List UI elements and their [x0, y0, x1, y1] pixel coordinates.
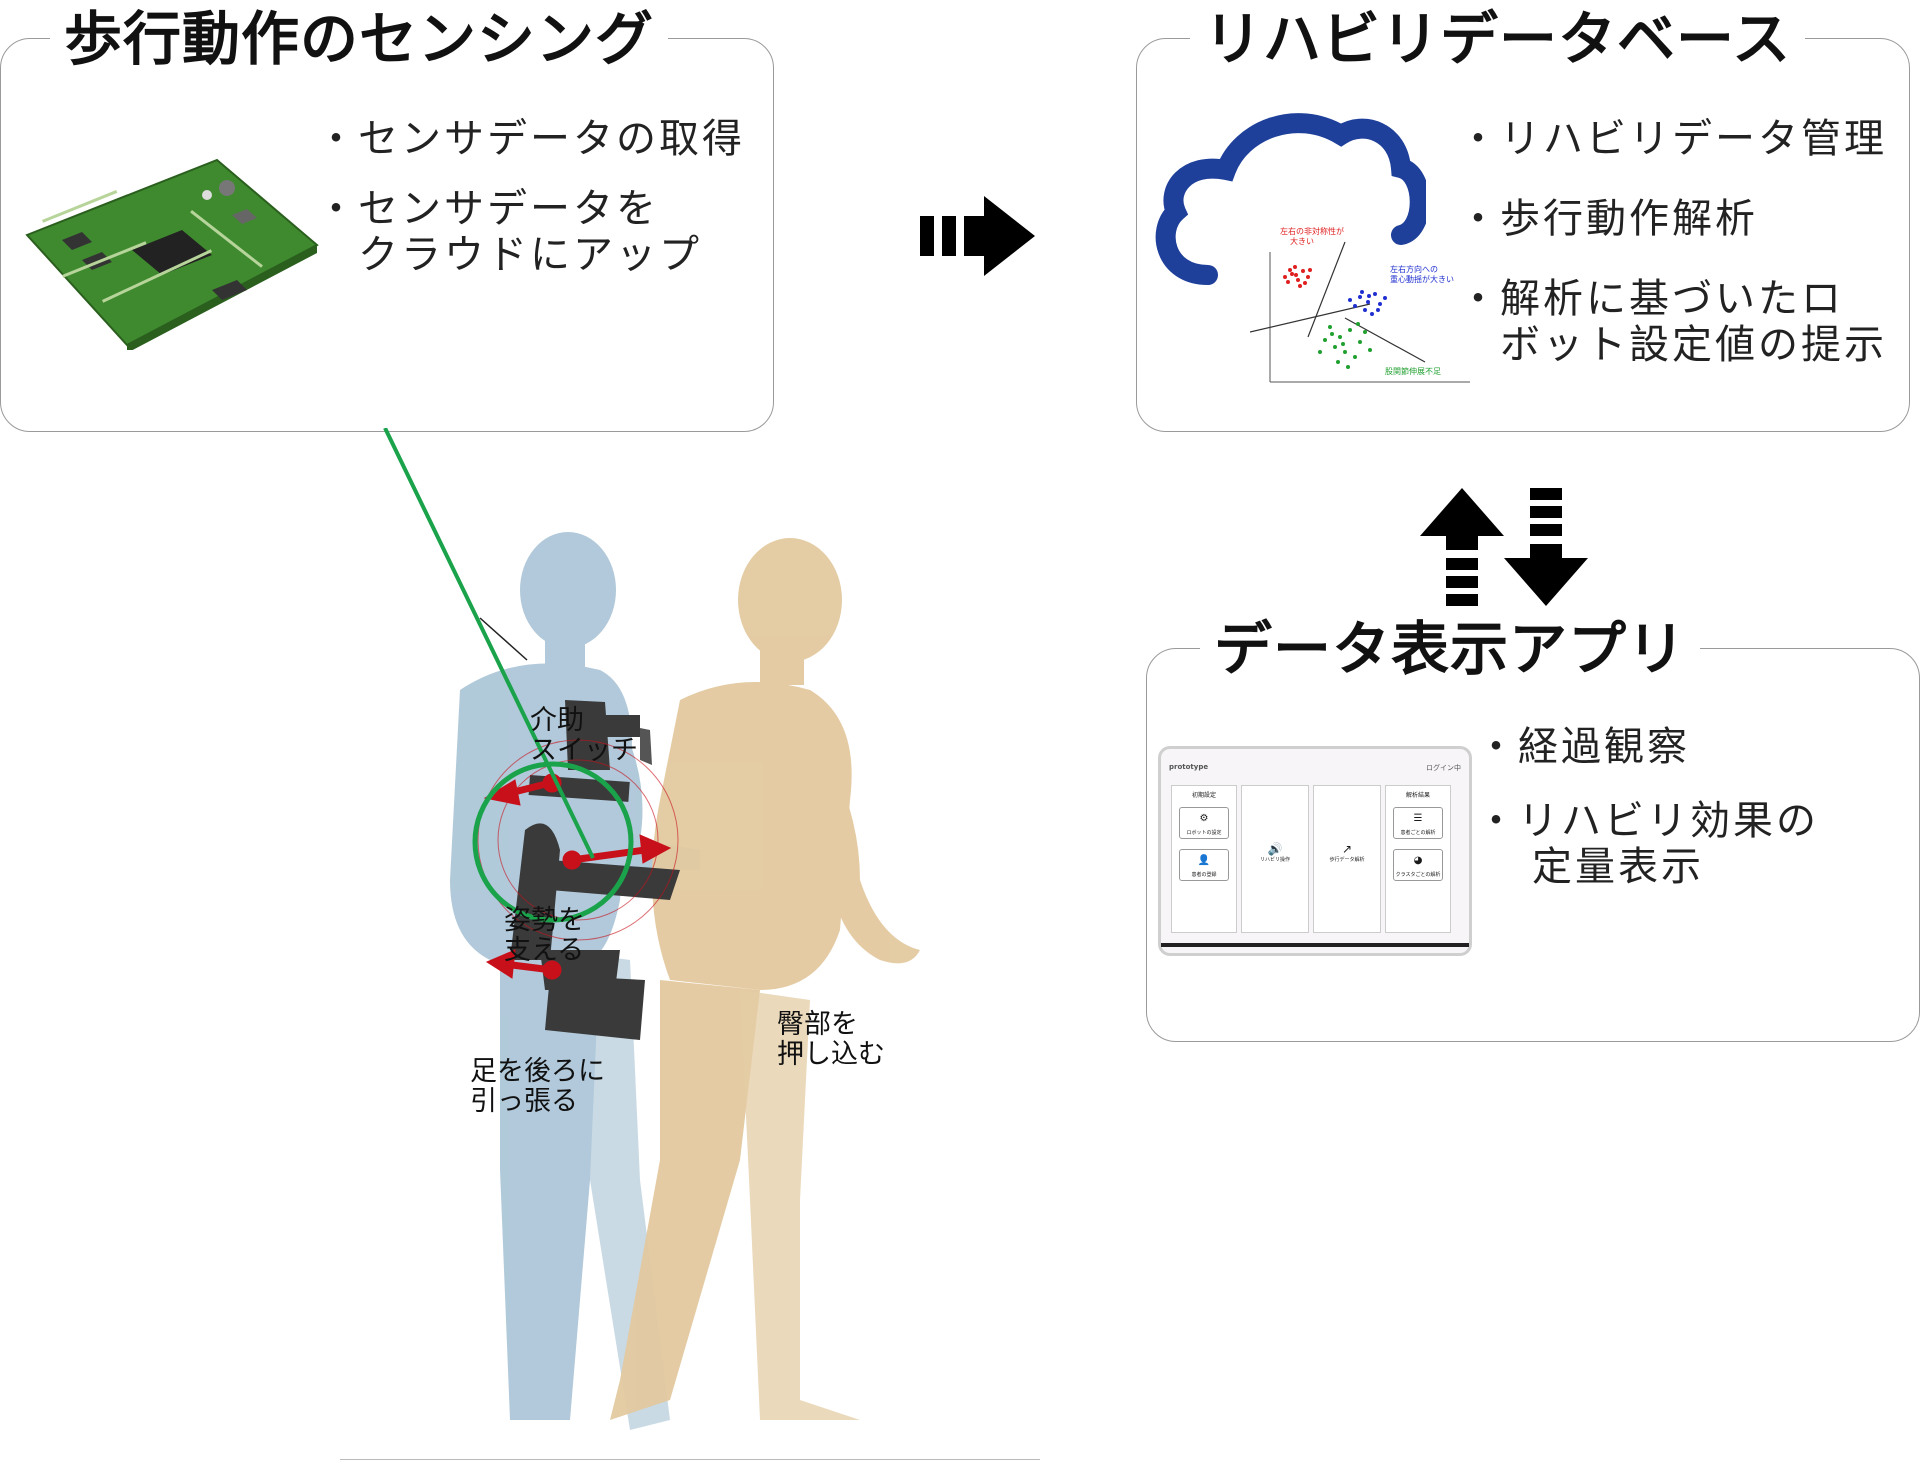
gait-analysis-label: 歩行データ解析: [1329, 857, 1365, 863]
tablet-right-column: 解析結果 ☰ 患者ごとの解析 ◕ クラスタごとの解析: [1385, 785, 1451, 933]
app-bullet-1: 経過観察: [1476, 724, 1819, 770]
walking-assist-figure: [340, 532, 1040, 1460]
sync-arrows-icon: [1420, 488, 1588, 606]
database-title: リハビリデータベース: [1190, 4, 1806, 74]
app-title: データ表示アプリ: [1200, 614, 1701, 684]
sensing-title: 歩行動作のセンシング: [50, 4, 669, 74]
push-hip-label: 臀部を押し込む: [777, 1009, 885, 1070]
scatter-label-green: 股関節伸展不足: [1385, 366, 1441, 376]
support-posture-label: 姿勢を支える: [504, 905, 585, 966]
patient-results-button[interactable]: ☰ 患者ごとの解析: [1393, 807, 1443, 839]
tablet-header: prototype ログイン中: [1169, 763, 1461, 777]
cluster-results-button[interactable]: ◕ クラスタごとの解析: [1393, 849, 1443, 881]
tablet-right-header: 解析結果: [1405, 792, 1430, 799]
connector-line: [383, 428, 595, 859]
assist-switch-label: 介助スイッチ: [530, 705, 638, 766]
tablet-header-right: ログイン中: [1426, 764, 1461, 772]
scatter-label-red-2: 大きい: [1290, 236, 1314, 246]
tablet-left-header: 初期設定: [1191, 792, 1216, 799]
rehab-operation-label: リハビリ操作: [1259, 857, 1290, 863]
robot-settings-label: ロボットの設定: [1186, 830, 1222, 836]
circuit-board-image: [25, 158, 319, 350]
cloud-icon: [1155, 113, 1426, 285]
sensing-bullet-1: センサデータの取得: [316, 116, 745, 162]
gait-analysis-card[interactable]: ↗ 歩行データ解析: [1313, 785, 1381, 933]
scatter-label-red-1: 左右の非対称性が: [1280, 226, 1344, 236]
tablet-home-bar: [1161, 943, 1469, 947]
trend-icon: ↗: [1341, 842, 1353, 856]
patient-figure: [610, 538, 920, 1420]
cluster-results-label: クラスタごとの解析: [1395, 872, 1441, 878]
tablet-left-column: 初期設定 ⚙ ロボットの設定 👤 患者の登録: [1171, 785, 1237, 933]
database-bullet-1: リハビリデータ管理: [1458, 116, 1887, 162]
scatter-label-blue-2: 重心動揺が大きい: [1390, 274, 1454, 284]
tablet-mockup: prototype ログイン中 初期設定 ⚙ ロボットの設定 👤 患者の登録 🔊…: [1158, 746, 1472, 956]
exoskeleton-device: [510, 700, 680, 1040]
patient-register-label: 患者の登録: [1191, 872, 1217, 878]
flow-arrow-right-icon: [920, 196, 1035, 276]
pull-leg-label: 足を後ろに引っ張る: [470, 1056, 605, 1117]
speaker-icon: 🔊: [1267, 842, 1283, 856]
cluster-scatter-plot: 左右の非対称性が 大きい 左右方向への 重心動揺が大きい 股関節伸展不足: [1250, 226, 1470, 383]
tablet-app-name: prototype: [1169, 763, 1209, 771]
database-bullet-2: 歩行動作解析: [1458, 196, 1887, 242]
patient-register-button[interactable]: 👤 患者の登録: [1179, 849, 1229, 881]
robot-settings-button[interactable]: ⚙ ロボットの設定: [1179, 807, 1229, 839]
patient-results-label: 患者ごとの解析: [1400, 830, 1436, 836]
rehab-operation-card[interactable]: 🔊 リハビリ操作: [1241, 785, 1309, 933]
scatter-label-blue-1: 左右方向への: [1390, 264, 1438, 274]
